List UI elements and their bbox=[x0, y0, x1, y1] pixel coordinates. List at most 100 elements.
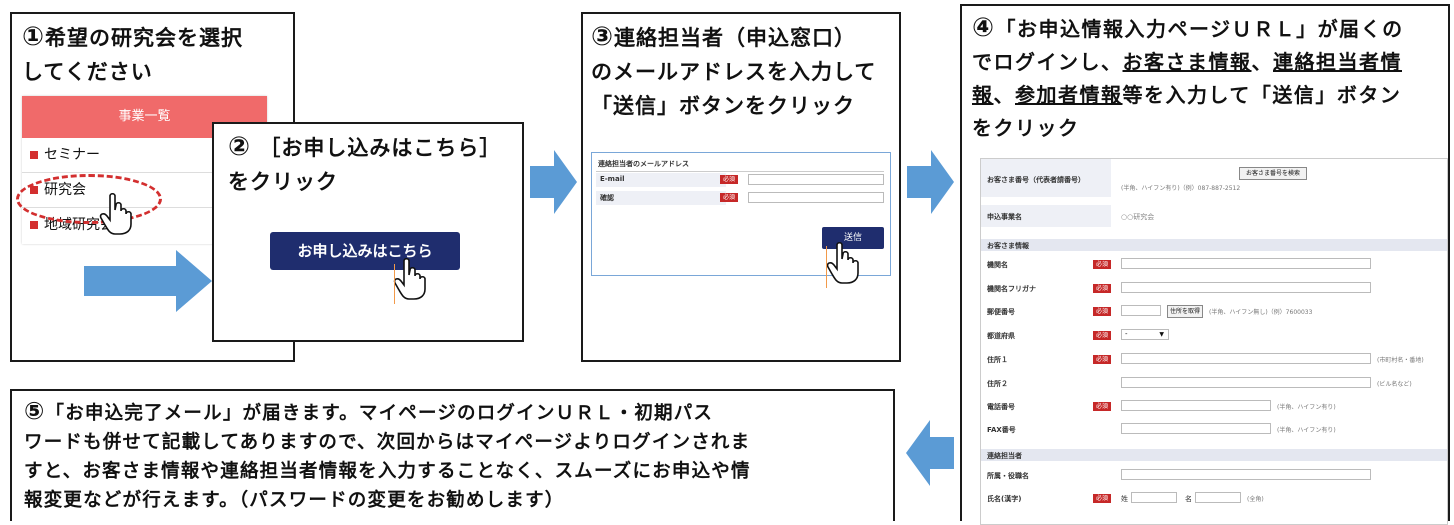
given-name-prefix: 名 bbox=[1185, 495, 1192, 503]
step4-title-line3d: 等を入力して「送信」ボタン bbox=[1122, 83, 1402, 107]
step5-line1: 「お申込完了メール」が届きます。マイページのログインＵＲＬ・初期パス bbox=[45, 403, 714, 424]
step1-number: ① bbox=[22, 22, 46, 52]
customer-info-link: お客さま情報 bbox=[1122, 50, 1252, 74]
contact-info-link: 連絡担当者情 bbox=[1273, 50, 1402, 74]
step2-title-line1: ［お申し込みはこちら］ bbox=[259, 136, 502, 160]
arrow-right-icon bbox=[907, 150, 954, 214]
step5-line3: すと、お客さま情報や連絡担当者情報を入力することなく、スムーズにお申込や情 bbox=[24, 461, 751, 482]
org-kana-label: 機関名フリガナ bbox=[987, 285, 1036, 293]
participant-info-link: 参加者情報 bbox=[1015, 83, 1123, 107]
tel-hint: (半角、ハイフン有り) bbox=[1277, 404, 1336, 411]
highlight-oval bbox=[16, 174, 162, 224]
confirm-label-cell bbox=[596, 191, 726, 205]
step4-title-line3b: 、 bbox=[993, 83, 1015, 107]
email-confirm-input[interactable] bbox=[748, 192, 884, 203]
dept-input[interactable] bbox=[1121, 469, 1371, 480]
email-label: E-mail bbox=[600, 175, 625, 183]
menu-bullet-icon bbox=[30, 151, 38, 159]
name-hint: (全角) bbox=[1247, 496, 1264, 503]
org-kana-input[interactable] bbox=[1121, 282, 1371, 293]
email-input[interactable] bbox=[748, 174, 884, 185]
email-form: 連絡担当者のメールアドレス E-mail 必須 確認 必須 送信 bbox=[591, 152, 891, 276]
chevron-down-icon: ▼ bbox=[1159, 331, 1164, 338]
menu-item-label: セミナー bbox=[44, 147, 100, 163]
email-form-header: 連絡担当者のメールアドレス bbox=[598, 160, 689, 168]
step4-title-line2a: でログインし、 bbox=[972, 50, 1123, 74]
step4-title-line4: をクリック bbox=[972, 116, 1080, 140]
required-badge: 必須 bbox=[720, 193, 738, 202]
org-name-input[interactable] bbox=[1121, 258, 1371, 269]
project-name-value: ○○研究会 bbox=[1121, 213, 1155, 221]
step2-number: ② bbox=[228, 132, 252, 162]
zip-lookup-button[interactable]: 住所を取得 bbox=[1167, 305, 1203, 318]
label-cell bbox=[981, 159, 1111, 197]
cursor-marker bbox=[394, 264, 395, 304]
step3-title-line2: のメールアドレスを入力して bbox=[591, 60, 877, 84]
contact-info-link-cont: 報 bbox=[972, 83, 994, 107]
step4-title-line2c: 、 bbox=[1251, 50, 1273, 74]
customer-no-hint: (半角、ハイフン有り)（例）087-887-2512 bbox=[1121, 185, 1241, 192]
fax-label: FAX番号 bbox=[987, 426, 1016, 434]
required-badge: 必須 bbox=[1093, 307, 1111, 316]
section-header bbox=[981, 239, 1447, 251]
step3-title-line3: 「送信」ボタンをクリック bbox=[591, 94, 855, 118]
dept-label: 所属・役職名 bbox=[987, 472, 1029, 480]
label-cell bbox=[981, 205, 1111, 227]
step5-text: ⑤「お申込完了メール」が届きます。マイページのログインＵＲＬ・初期パス ワードも… bbox=[24, 397, 892, 515]
zip-hint: (半角、ハイフン無し)（例）7600033 bbox=[1209, 309, 1313, 316]
required-badge: 必須 bbox=[1093, 331, 1111, 340]
step3-title: ③連絡担当者（申込窓口） のメールアドレスを入力して 「送信」ボタンをクリック bbox=[591, 20, 876, 123]
address2-input[interactable] bbox=[1121, 377, 1371, 388]
org-name-label: 機関名 bbox=[987, 261, 1008, 269]
email-label-cell bbox=[596, 173, 726, 187]
step1-title-line2: してください bbox=[22, 60, 153, 84]
section-customer-label: お客さま情報 bbox=[987, 242, 1029, 250]
section-contact-label: 連絡担当者 bbox=[987, 452, 1022, 460]
step3-number: ③ bbox=[591, 22, 615, 52]
fax-hint: (半角、ハイフン有り) bbox=[1277, 427, 1336, 434]
zip-input[interactable] bbox=[1121, 305, 1161, 316]
project-name-label: 申込事業名 bbox=[987, 213, 1022, 221]
confirm-label: 確認 bbox=[600, 194, 614, 202]
menu-bullet-icon bbox=[30, 221, 38, 229]
required-badge: 必須 bbox=[720, 175, 738, 184]
required-badge: 必須 bbox=[1093, 494, 1111, 503]
hand-cursor-icon bbox=[99, 192, 132, 235]
customer-no-label: お客さま番号（代表者請番号） bbox=[987, 176, 1085, 184]
surname-input[interactable] bbox=[1131, 492, 1177, 503]
step4-title: ④「お申込情報入力ページＵＲＬ」が届くの でログインし、お客さま情報、連絡担当者… bbox=[972, 12, 1448, 145]
address2-label: 住所２ bbox=[987, 380, 1008, 388]
hand-cursor-icon bbox=[393, 257, 426, 300]
step3-panel: ③連絡担当者（申込窓口） のメールアドレスを入力して 「送信」ボタンをクリック … bbox=[581, 12, 901, 362]
prefecture-value: - bbox=[1125, 330, 1128, 338]
step2-panel: ② ［お申し込みはこちら］ をクリック お申し込みはこちら bbox=[212, 122, 524, 342]
arrow-right-icon bbox=[84, 250, 212, 312]
application-form: お客さま番号（代表者請番号） お客さま番号を検索 (半角、ハイフン有り)（例）0… bbox=[980, 158, 1448, 525]
surname-prefix: 姓 bbox=[1121, 495, 1128, 503]
prefecture-label: 都道府県 bbox=[987, 332, 1015, 340]
hand-cursor-icon bbox=[826, 241, 859, 284]
menu-item-seminar[interactable]: セミナー bbox=[22, 138, 267, 173]
step5-line4: 報変更などが行えます。（パスワードの変更をお勧めします） bbox=[24, 490, 565, 511]
given-name-input[interactable] bbox=[1195, 492, 1241, 503]
step1-title-line1: 希望の研究会を選択 bbox=[45, 26, 244, 50]
step5-line2: ワードも併せて記載してありますので、次回からはマイページよりログインされま bbox=[24, 432, 751, 453]
required-badge: 必須 bbox=[1093, 284, 1111, 293]
customer-search-button[interactable]: お客さま番号を検索 bbox=[1239, 167, 1307, 180]
prefecture-select[interactable]: - ▼ bbox=[1121, 329, 1169, 340]
step5-number: ⑤ bbox=[24, 397, 46, 425]
tel-label: 電話番号 bbox=[987, 403, 1015, 411]
apply-button[interactable]: お申し込みはこちら bbox=[270, 232, 460, 270]
required-badge: 必須 bbox=[1093, 355, 1111, 364]
address2-hint: (ビル名など) bbox=[1377, 381, 1412, 388]
fax-input[interactable] bbox=[1121, 423, 1271, 434]
step4-panel: ④「お申込情報入力ページＵＲＬ」が届くの でログインし、お客さま情報、連絡担当者… bbox=[960, 4, 1450, 525]
step1-title: ①希望の研究会を選択 してください bbox=[22, 20, 243, 89]
tel-input[interactable] bbox=[1121, 400, 1271, 411]
cursor-marker bbox=[826, 246, 827, 288]
arrow-right-icon bbox=[530, 150, 577, 214]
address1-input[interactable] bbox=[1121, 353, 1371, 364]
section-header bbox=[981, 449, 1447, 461]
step5-panel: ⑤「お申込完了メール」が届きます。マイページのログインＵＲＬ・初期パス ワードも… bbox=[10, 389, 895, 521]
step4-title-line1: 「お申込情報入力ページＵＲＬ」が届くの bbox=[995, 17, 1404, 41]
